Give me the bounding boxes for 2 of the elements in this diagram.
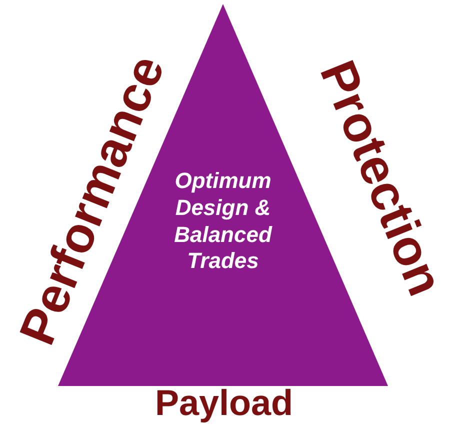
center-text: Optimum Design & Balanced Trades — [173, 168, 274, 276]
side-label: Payload — [154, 385, 294, 421]
